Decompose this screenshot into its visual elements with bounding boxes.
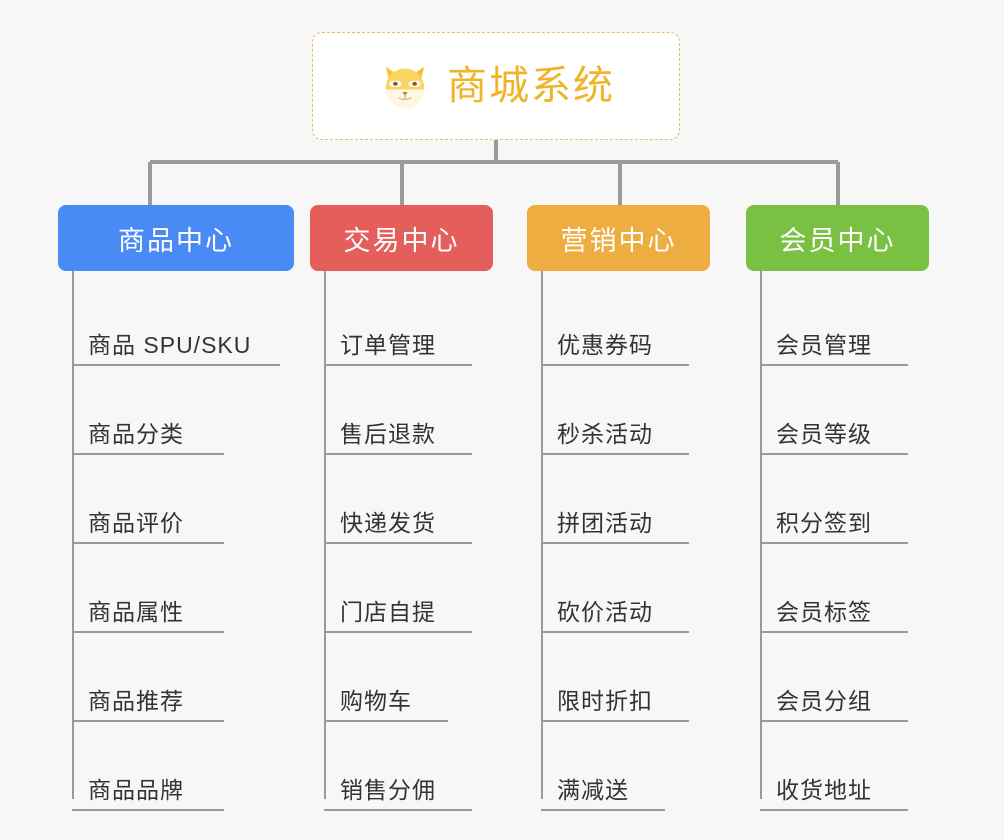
branch-header-label: 交易中心 [343,225,460,256]
leaf-spine [324,271,326,799]
leaf-list-product-center: 商品 SPU/SKU 商品分类 商品评价 商品属性 商品推荐 商品品牌 [58,271,294,811]
leaf-item-label: 满减送 [557,776,629,803]
leaf-item[interactable]: 销售分佣 [310,722,493,811]
leaf-item-label: 积分签到 [776,509,872,536]
leaf-item-label: 快递发货 [340,509,436,536]
leaf-item-label: 砍价活动 [557,598,653,625]
branch-marketing-center: 营销中心 优惠券码 秒杀活动 拼团活动 砍价活动 限时折扣 [527,205,710,811]
leaf-item[interactable]: 收货地址 [746,722,929,811]
leaf-underline [324,631,472,633]
leaf-underline [760,364,908,366]
leaf-underline [72,720,224,722]
branch-header-label: 营销中心 [560,225,677,256]
leaf-item-label: 收货地址 [776,776,872,803]
shiba-dog-face-icon [385,66,425,109]
leaf-item[interactable]: 会员标签 [746,544,929,633]
leaf-item-label: 会员标签 [776,598,872,625]
leaf-item[interactable]: 商品分类 [58,366,294,455]
leaf-item[interactable]: 优惠券码 [527,277,710,366]
branch-header-label: 会员中心 [779,225,896,256]
leaf-item-label: 会员分组 [776,687,872,714]
leaf-item-label: 商品品牌 [88,776,184,803]
leaf-underline [72,631,224,633]
leaf-underline [72,453,224,455]
leaf-underline [541,364,689,366]
leaf-underline [72,364,280,366]
leaf-item-label: 商品分类 [88,420,184,447]
leaf-item[interactable]: 限时折扣 [527,633,710,722]
leaf-item[interactable]: 积分签到 [746,455,929,544]
leaf-underline [72,809,224,811]
leaf-item-label: 优惠券码 [557,331,653,358]
leaf-item-label: 商品属性 [88,598,184,625]
leaf-item-label: 秒杀活动 [557,420,653,447]
branch-header-trade-center[interactable]: 交易中心 [310,205,493,271]
leaf-item-label: 商品推荐 [88,687,184,714]
leaf-item[interactable]: 会员管理 [746,277,929,366]
leaf-item-label: 门店自提 [340,598,436,625]
leaf-underline [324,542,472,544]
leaf-item[interactable]: 商品推荐 [58,633,294,722]
leaf-underline [541,453,689,455]
leaf-item[interactable]: 商品 SPU/SKU [58,277,294,366]
leaf-item-label: 售后退款 [340,420,436,447]
branch-header-product-center[interactable]: 商品中心 [58,205,294,271]
leaf-spine [760,271,762,799]
leaf-item-label: 会员管理 [776,331,872,358]
leaf-item[interactable]: 商品评价 [58,455,294,544]
leaf-item-label: 商品评价 [88,509,184,536]
branch-product-center: 商品中心 商品 SPU/SKU 商品分类 商品评价 商品属性 商品推荐 [58,205,294,811]
leaf-underline [324,720,448,722]
leaf-underline [760,631,908,633]
leaf-item[interactable]: 售后退款 [310,366,493,455]
leaf-item-label: 限时折扣 [557,687,653,714]
leaf-item[interactable]: 会员分组 [746,633,929,722]
leaf-item[interactable]: 秒杀活动 [527,366,710,455]
leaf-underline [541,720,689,722]
leaf-list-marketing-center: 优惠券码 秒杀活动 拼团活动 砍价活动 限时折扣 满减送 [527,271,710,811]
leaf-underline [541,542,689,544]
root-node-label: 商城系统 [447,64,615,108]
leaf-item-label: 购物车 [340,687,412,714]
leaf-item[interactable]: 拼团活动 [527,455,710,544]
leaf-spine [72,271,74,799]
branch-header-label: 商品中心 [118,225,234,256]
leaf-underline [324,364,472,366]
leaf-underline [760,809,908,811]
leaf-underline [72,542,224,544]
branch-header-member-center[interactable]: 会员中心 [746,205,929,271]
leaf-item[interactable]: 商品属性 [58,544,294,633]
leaf-underline [324,809,472,811]
branch-trade-center: 交易中心 订单管理 售后退款 快递发货 门店自提 购物车 [310,205,493,811]
leaf-item-label: 订单管理 [340,331,436,358]
leaf-underline [324,453,472,455]
leaf-item[interactable]: 快递发货 [310,455,493,544]
branch-member-center: 会员中心 会员管理 会员等级 积分签到 会员标签 会员分组 [746,205,929,811]
leaf-underline [760,453,908,455]
leaf-list-member-center: 会员管理 会员等级 积分签到 会员标签 会员分组 收货地址 [746,271,929,811]
leaf-underline [760,542,908,544]
leaf-item[interactable]: 满减送 [527,722,710,811]
leaf-item-label: 拼团活动 [557,509,653,536]
leaf-underline [541,631,689,633]
leaf-item[interactable]: 门店自提 [310,544,493,633]
root-node[interactable]: 商城系统 [312,32,680,140]
leaf-item[interactable]: 订单管理 [310,277,493,366]
leaf-list-trade-center: 订单管理 售后退款 快递发货 门店自提 购物车 销售分佣 [310,271,493,811]
leaf-item[interactable]: 购物车 [310,633,493,722]
leaf-underline [541,809,665,811]
leaf-item-label: 商品 SPU/SKU [88,331,252,358]
branch-header-marketing-center[interactable]: 营销中心 [527,205,710,271]
leaf-underline [760,720,908,722]
leaf-item[interactable]: 砍价活动 [527,544,710,633]
leaf-item-label: 会员等级 [776,420,872,447]
leaf-item-label: 销售分佣 [340,776,436,803]
leaf-item[interactable]: 会员等级 [746,366,929,455]
leaf-item[interactable]: 商品品牌 [58,722,294,811]
leaf-spine [541,271,543,799]
